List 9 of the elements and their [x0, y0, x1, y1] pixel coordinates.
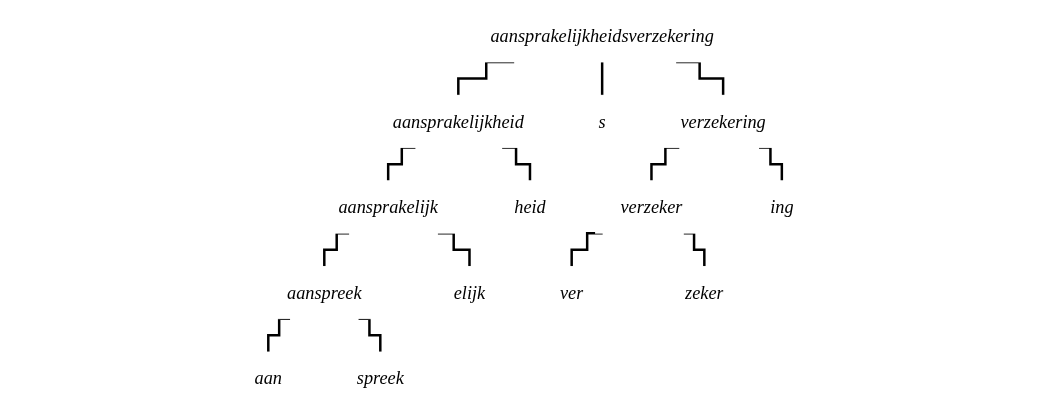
- node-text: ing: [770, 196, 794, 218]
- node-text: elijk: [453, 282, 486, 303]
- node-text: heid: [514, 196, 546, 218]
- node-text: verzeker: [620, 196, 683, 218]
- node-text: s: [598, 111, 606, 132]
- node-text: aan: [254, 367, 282, 389]
- node-text: ver: [559, 282, 584, 303]
- node-text: spreek: [356, 367, 404, 389]
- node-text: zeker: [684, 282, 724, 303]
